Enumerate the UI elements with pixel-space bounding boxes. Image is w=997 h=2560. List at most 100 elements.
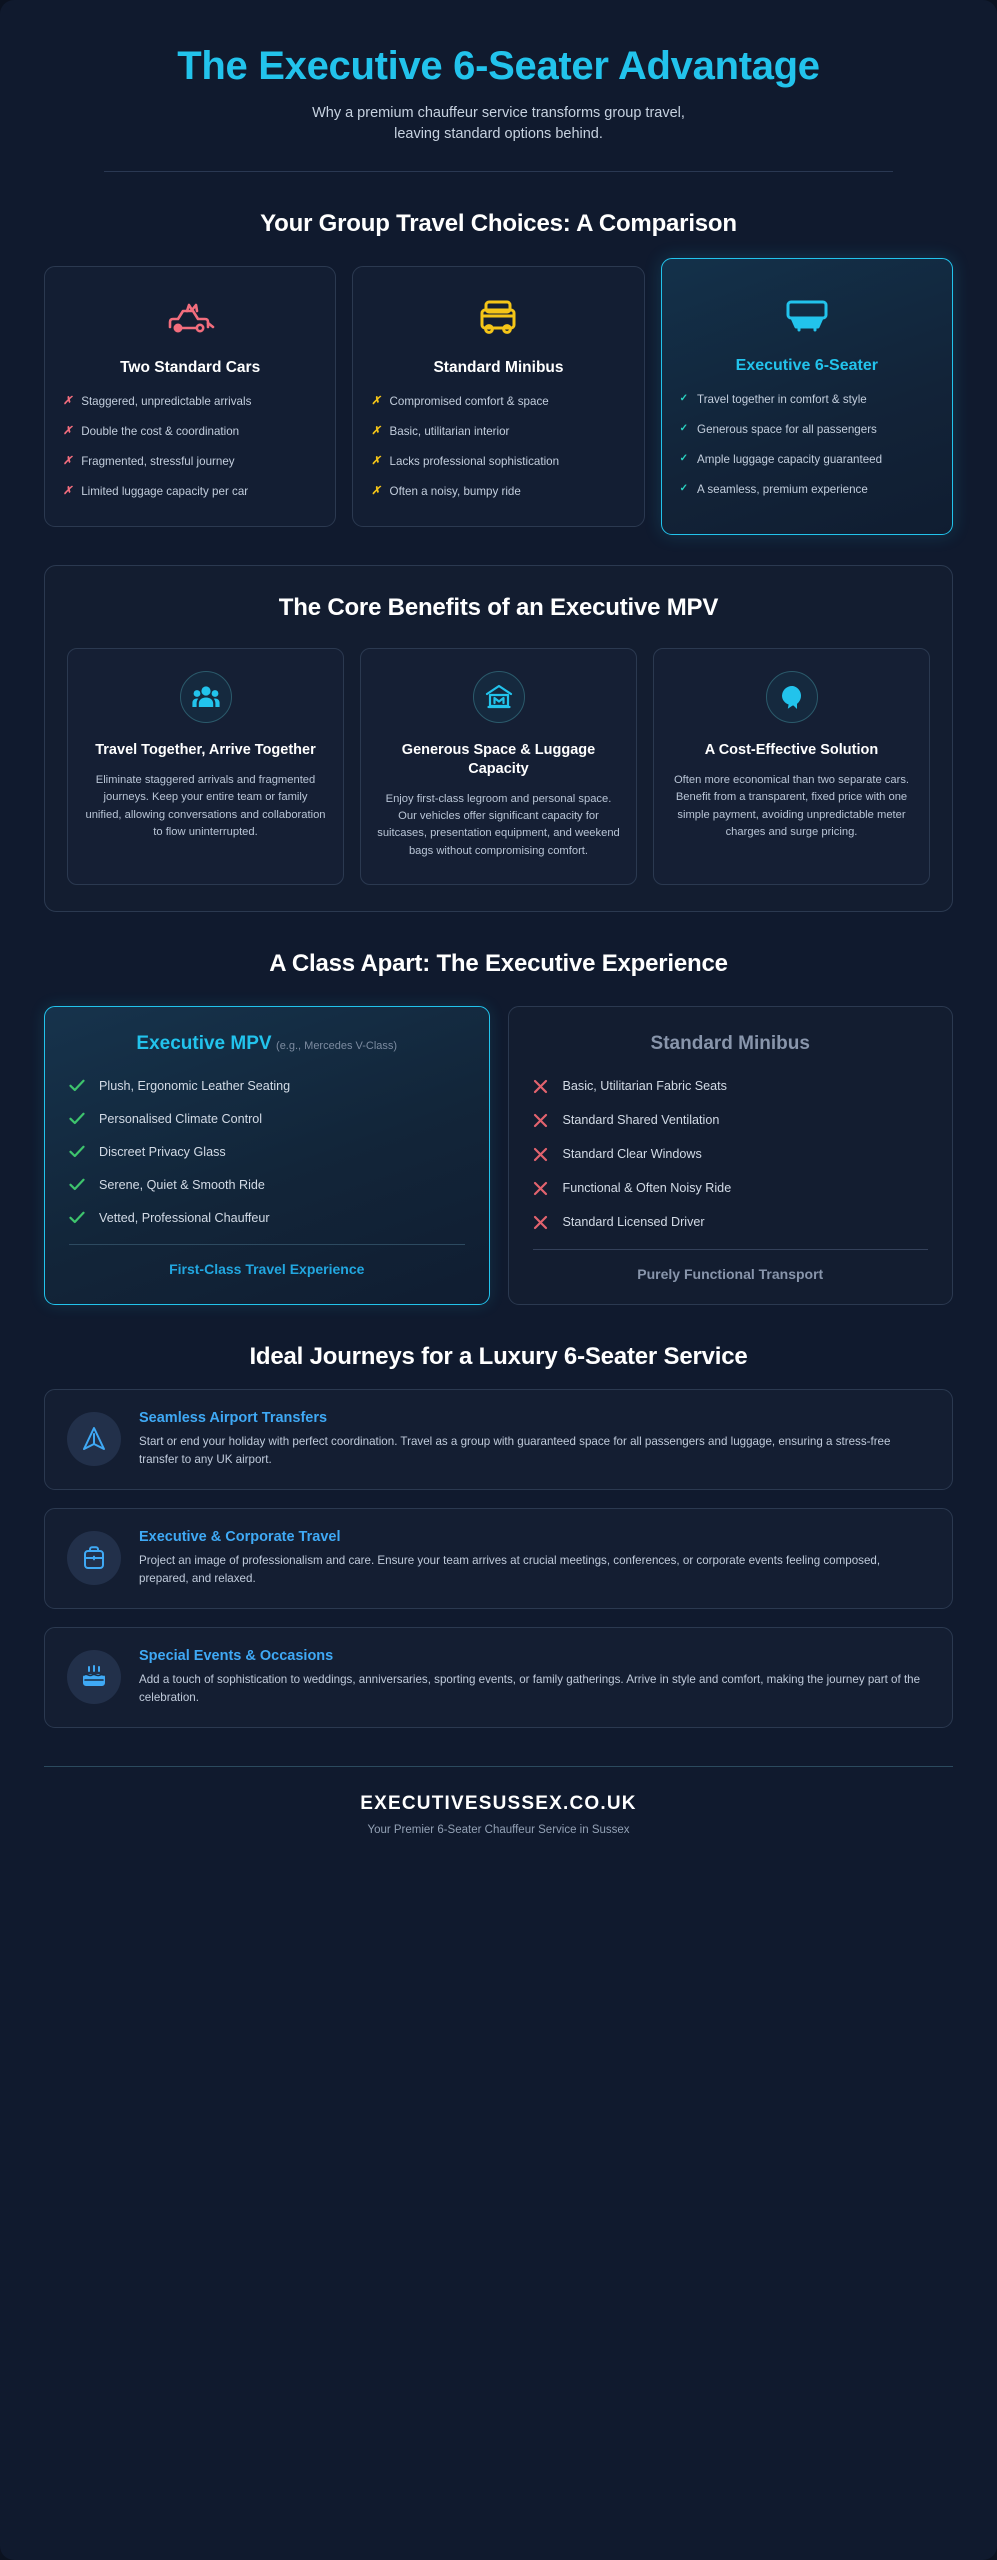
panel-standard-minibus[interactable]: Standard Minibus Basic, Utilitarian Fabr… (507, 1005, 953, 1305)
panel-executive-mpv[interactable]: Executive MPV (e.g., Mercedes V-Class) P… (44, 1005, 490, 1305)
list-item-label: Fragmented, stressful journey (81, 455, 235, 469)
class-apart-section: A Class Apart: The Executive Experience … (44, 950, 953, 1305)
comparison-card-title: Standard Minibus (433, 358, 564, 376)
cross-icon (533, 1147, 549, 1162)
core-benefits-cards: Travel Together, Arrive Together Elimina… (67, 648, 930, 885)
journey-card-special-events[interactable]: Special Events & Occasions Add a touch o… (44, 1626, 953, 1728)
panel-subtitle: (e.g., Mercedes V-Class) (276, 1039, 398, 1052)
core-benefits-heading: The Core Benefits of an Executive MPV (278, 594, 719, 622)
class-apart-heading: A Class Apart: The Executive Experience (269, 949, 728, 977)
journey-card-body-wrap: Seamless Airport Transfers Start or end … (139, 1410, 930, 1469)
panel-title: Executive MPV (136, 1032, 272, 1054)
journey-card-airport-transfers[interactable]: Seamless Airport Transfers Start or end … (44, 1388, 953, 1490)
journey-card-body-wrap: Special Events & Occasions Add a touch o… (139, 1648, 930, 1707)
journey-card-body-wrap: Executive & Corporate Travel Project an … (139, 1529, 930, 1588)
list-item-label: Vetted, Professional Chauffeur (99, 1210, 270, 1225)
comparison-card-executive-6-seater[interactable]: Executive 6-Seater ✓Travel together in c… (660, 257, 953, 536)
benefit-card-body: Often more economical than two separate … (673, 774, 910, 839)
price-tag-icon (765, 671, 818, 724)
list-item: ✗ Limited luggage capacity per car (63, 483, 317, 500)
check-icon: ✓ (679, 483, 689, 495)
journey-card-body: Add a touch of sophistication to wedding… (139, 1672, 921, 1704)
list-item-label: Basic, utilitarian interior (389, 424, 510, 438)
check-icon (69, 1145, 85, 1158)
broken-car-icon (165, 295, 215, 341)
list-item: ✓Travel together in comfort & style (680, 391, 934, 408)
list-item-label: Often a noisy, bumpy ride (389, 485, 521, 499)
panel-footer-label: First-Class Travel Experience (169, 1260, 365, 1277)
list-item: ✓Ample luggage capacity guaranteed (680, 451, 934, 468)
list-item: ✗Double the cost & coordination (63, 423, 317, 440)
journey-card-title: Seamless Airport Transfers (139, 1409, 328, 1426)
cross-icon: ✗ (63, 394, 73, 407)
list-item-label: Standard Licensed Driver (562, 1215, 705, 1230)
journey-card-corporate-travel[interactable]: Executive & Corporate Travel Project an … (44, 1507, 953, 1609)
journey-card-body: Project an image of professionalism and … (139, 1553, 881, 1585)
journey-card-body: Start or end your holiday with perfect c… (139, 1434, 891, 1466)
benefit-card-title: A Cost-Effective Solution (704, 742, 879, 759)
panel-divider (69, 1243, 465, 1245)
panel-title: Standard Minibus (650, 1032, 810, 1054)
benefit-card-body: Eliminate staggered arrivals and fragmen… (85, 774, 326, 839)
list-item: Vetted, Professional Chauffeur (69, 1211, 465, 1225)
list-item-label: Standard Shared Ventilation (562, 1113, 720, 1128)
list-item-label: Serene, Quiet & Smooth Ride (99, 1177, 265, 1192)
cross-icon: ✗ (371, 394, 381, 407)
comparison-card-list: ✗ Compromised comfort & space ✗ Basic, uti… (371, 393, 625, 501)
list-item-label: Personalised Climate Control (99, 1111, 263, 1126)
comparison-card-list: ✗ Staggered, unpredictable arrivals ✗Doub… (63, 393, 317, 501)
navigation-arrow-icon (67, 1412, 121, 1467)
list-item: ✗ Staggered, unpredictable arrivals (63, 393, 317, 410)
footer-brand: EXECUTIVESUSSEX.CO.UK (360, 1792, 637, 1814)
cross-icon (533, 1113, 549, 1128)
list-item-label: Staggered, unpredictable arrivals (81, 394, 252, 408)
check-icon (69, 1079, 85, 1092)
hero-divider (104, 170, 893, 172)
cross-icon: ✗ (371, 485, 381, 498)
cross-icon (533, 1079, 549, 1094)
list-item: ✓ A seamless, premium experience (680, 481, 934, 498)
list-item: Standard Licensed Driver (533, 1215, 929, 1230)
comparison-card-two-standard-cars[interactable]: Two Standard Cars ✗ Staggered, unpredicta… (44, 265, 337, 528)
list-item-label: Compromised comfort & space (389, 394, 549, 408)
list-item: Basic, Utilitarian Fabric Seats (533, 1079, 929, 1094)
check-icon: ✓ (679, 392, 689, 404)
list-item: Standard Clear Windows (533, 1147, 929, 1162)
list-item-label: Ample luggage capacity guaranteed (697, 453, 883, 467)
comparison-card-standard-minibus[interactable]: Standard Minibus ✗ Compromised comfort & … (352, 265, 645, 528)
cross-icon: ✗ (63, 485, 73, 498)
list-item-label: Limited luggage capacity per car (81, 485, 249, 499)
footer-tagline: Your Premier 6-Seater Chauffeur Service … (367, 1823, 630, 1836)
benefit-card-cost-effective[interactable]: A Cost-Effective Solution Often more eco… (653, 648, 930, 885)
list-item-label: Standard Clear Windows (562, 1147, 702, 1162)
comparison-heading: Your Group Travel Choices: A Comparison (260, 209, 737, 237)
panel-header: Executive MPV (e.g., Mercedes V-Class) (69, 1033, 465, 1055)
benefit-card-title: Generous Space & Luggage Capacity (401, 742, 596, 777)
comparison-cards: Two Standard Cars ✗ Staggered, unpredicta… (44, 257, 953, 536)
list-item: Personalised Climate Control (69, 1112, 465, 1126)
benefit-card-travel-together[interactable]: Travel Together, Arrive Together Elimina… (67, 648, 344, 885)
comparison-card-title: Two Standard Cars (120, 358, 261, 376)
journey-card-title: Executive & Corporate Travel (139, 1528, 341, 1545)
check-icon (69, 1178, 85, 1191)
list-item-label: Functional & Often Noisy Ride (562, 1181, 732, 1196)
footer: EXECUTIVESUSSEX.CO.UK Your Premier 6-Sea… (44, 1793, 953, 1864)
list-item: ✓Generous space for all passengers (680, 421, 934, 438)
benefit-card-generous-space[interactable]: Generous Space & Luggage Capacity Enjoy … (360, 648, 637, 885)
list-item: ✗Fragmented, stressful journey (63, 453, 317, 470)
cross-icon: ✗ (371, 455, 381, 468)
panel-footer-label: Purely Functional Transport (637, 1265, 824, 1282)
cross-icon (533, 1215, 549, 1230)
feature-list: Basic, Utilitarian Fabric Seats Standard… (533, 1079, 929, 1230)
list-item-label: A seamless, premium experience (697, 483, 868, 497)
comparison-section: Your Group Travel Choices: A Comparison (44, 209, 953, 536)
panel-divider (532, 1248, 928, 1250)
list-item-label: Lacks professional sophistication (389, 455, 560, 469)
core-benefits-section: The Core Benefits of an Executive MPV (44, 565, 953, 912)
executive-van-icon (783, 293, 831, 339)
check-icon (69, 1211, 85, 1224)
list-item-label: Basic, Utilitarian Fabric Seats (562, 1079, 727, 1094)
list-item: Plush, Ergonomic Leather Seating (69, 1079, 465, 1093)
cross-icon (533, 1181, 549, 1196)
cross-icon: ✗ (63, 424, 73, 437)
